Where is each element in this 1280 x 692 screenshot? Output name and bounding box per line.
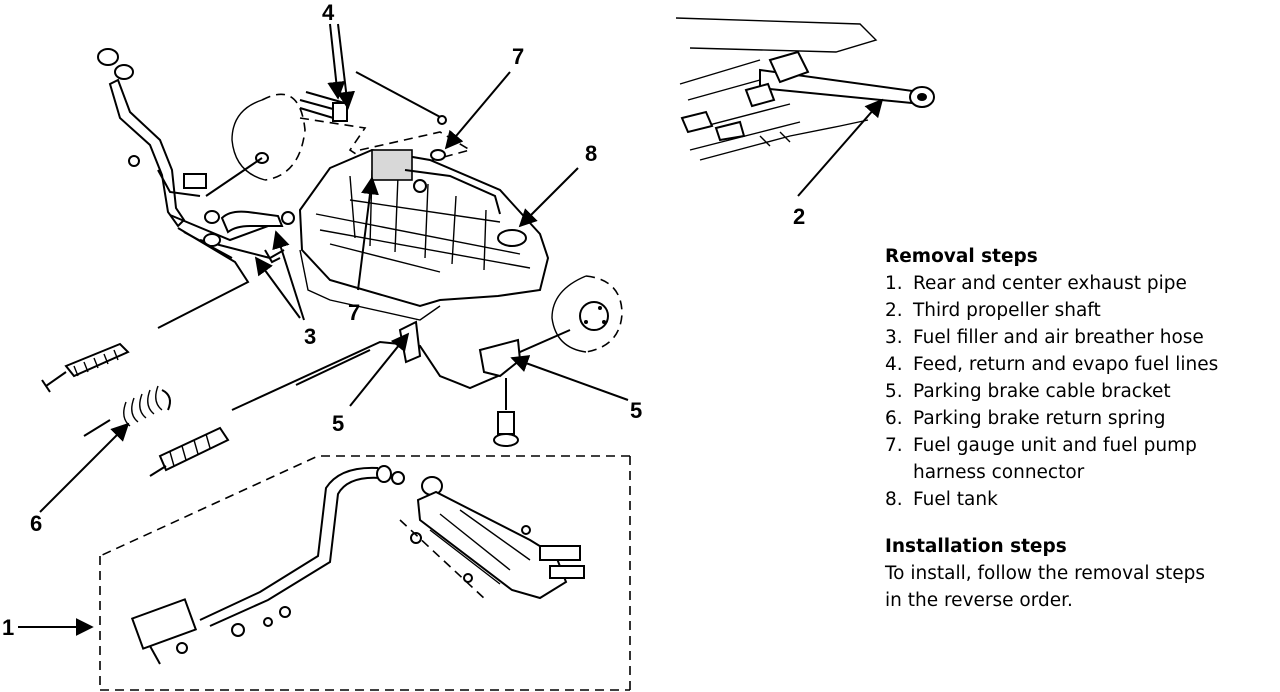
removal-step: 8.Fuel tank	[885, 489, 998, 510]
rear-brake-disc-left	[205, 93, 306, 197]
installation-steps-title: Installation steps	[885, 536, 1067, 557]
removal-step: 6.Parking brake return spring	[885, 408, 1166, 429]
steps-panel: Removal steps 1.Rear and center exhaust …	[885, 243, 1275, 614]
callout-leaders	[18, 23, 884, 636]
callout-7-top: 7	[512, 44, 524, 69]
fuel-tank	[298, 148, 550, 321]
rear-brake-disc-right	[551, 275, 623, 353]
removal-steps-list: 1.Rear and center exhaust pipe 2.Third p…	[885, 270, 1275, 513]
parking-brake-cable-left	[41, 227, 250, 393]
fuel-lines	[299, 71, 473, 167]
callout-1: 1	[2, 615, 14, 640]
callout-7-bottom: 7	[348, 300, 360, 325]
callout-6: 6	[30, 511, 42, 536]
callout-5-left: 5	[332, 411, 344, 436]
exhaust-pipe-inset	[99, 455, 631, 691]
callout-2: 2	[793, 204, 805, 229]
removal-step: 1.Rear and center exhaust pipe	[885, 273, 1187, 294]
callout-8: 8	[585, 141, 597, 166]
callout-3: 3	[304, 324, 316, 349]
callout-5-right: 5	[630, 398, 642, 423]
parking-brake-return-spring	[83, 385, 171, 437]
removal-steps-title: Removal steps	[885, 246, 1038, 267]
removal-step: 5.Parking brake cable bracket	[885, 381, 1171, 402]
installation-steps-text: To install, follow the removal steps in …	[885, 563, 1206, 611]
removal-step: 7.Fuel gauge unit and fuel pump harness …	[885, 435, 1197, 483]
removal-step: 3.Fuel filler and air breather hose	[885, 327, 1204, 348]
filler-neck-pipe	[97, 48, 269, 242]
removal-step: 2.Third propeller shaft	[885, 300, 1101, 321]
propeller-shaft-inset	[675, 17, 935, 161]
callout-4: 4	[322, 0, 335, 25]
removal-step: 4.Feed, return and evapo fuel lines	[885, 354, 1219, 375]
parking-brake-cable-right	[149, 320, 571, 477]
